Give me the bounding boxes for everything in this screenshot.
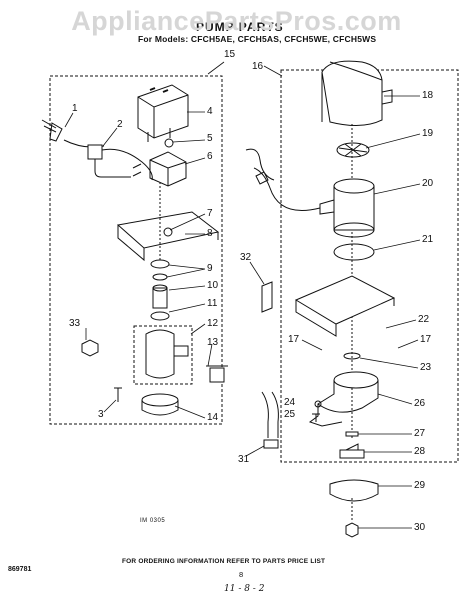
callout-25: 25: [284, 409, 296, 420]
callout-9: 9: [207, 263, 213, 274]
callout-19: 19: [422, 128, 434, 139]
ordering-note: FOR ORDERING INFORMATION REFER TO PARTS …: [122, 558, 326, 565]
callout-13: 13: [207, 337, 219, 348]
callout-16: 16: [252, 61, 264, 72]
callout-27: 27: [414, 428, 426, 439]
callout-8: 8: [207, 228, 213, 239]
callout-17b: 17: [420, 334, 432, 345]
power-cord: [245, 148, 275, 185]
part-31-hose: [261, 391, 279, 438]
callout-28: 28: [414, 446, 426, 457]
part-24-clip: [314, 400, 322, 408]
callout-5: 5: [207, 133, 213, 144]
callout-4: 4: [207, 106, 213, 117]
callout-20: 20: [422, 178, 434, 189]
callout-18: 18: [422, 90, 434, 101]
part-26-pump-body: [308, 371, 379, 427]
part-33-nut: [81, 339, 99, 357]
handwritten-note: 11 - 8 - 2: [224, 584, 265, 594]
callout-15: 15: [224, 49, 236, 60]
callout-14: 14: [207, 412, 219, 423]
group-box-15: [49, 75, 223, 425]
part-6-switch: [132, 138, 187, 187]
watermark: AppliancePartsPros.com: [71, 6, 402, 36]
callout-30: 30: [414, 522, 426, 533]
part-18-cover: [321, 60, 393, 126]
part-4-box: [137, 84, 189, 142]
part-19-fan: [336, 142, 370, 158]
part-20-motor: [253, 167, 375, 238]
callout-12: 12: [207, 318, 219, 329]
part-8-bracket: [116, 211, 220, 249]
callout-21: 21: [422, 234, 434, 245]
callout-31: 31: [238, 454, 250, 465]
part-12-housing: [133, 325, 193, 416]
callout-3: 3: [98, 409, 104, 420]
callout-1: 1: [72, 103, 78, 114]
callout-6: 6: [207, 151, 213, 162]
document-id: 869781: [8, 566, 32, 573]
callout-26: 26: [414, 398, 426, 409]
part-27-seal: [345, 431, 359, 437]
page-title: PUMP PARTS: [196, 20, 284, 34]
callout-23: 23: [420, 362, 432, 373]
callout-10: 10: [207, 280, 219, 291]
part-21-gasket: [333, 243, 375, 261]
part-1-wire-clip: [41, 119, 105, 148]
part-29-base: [329, 479, 379, 502]
part-23-washer: [343, 352, 361, 360]
callout-2: 2: [117, 119, 123, 130]
diagram-code: IM 0305: [140, 518, 166, 524]
part-9-11-stack: [150, 182, 170, 321]
model-list: For Models: CFCH5AE, CFCH5AS, CFCH5WE, C…: [138, 34, 377, 44]
callout-11: 11: [207, 298, 218, 309]
callout-29: 29: [414, 480, 426, 491]
callout-22: 22: [418, 314, 430, 325]
callout-33: 33: [69, 318, 81, 329]
part-2-connector: [87, 144, 153, 181]
callout-7: 7: [207, 208, 213, 219]
callout-17a: 17: [288, 334, 300, 345]
part-30-nut: [345, 522, 359, 538]
page-number: 8: [239, 570, 244, 579]
callout-32: 32: [240, 252, 252, 263]
part-13-plug: [206, 365, 228, 383]
part-22-bracket: [294, 275, 396, 325]
callout-24: 24: [284, 397, 296, 408]
part-25-screw: [312, 413, 320, 422]
part-28-impeller: [339, 443, 365, 459]
part-3-screw: [114, 387, 122, 402]
group-box-16: [280, 69, 459, 463]
part-32-strap: [261, 281, 273, 313]
